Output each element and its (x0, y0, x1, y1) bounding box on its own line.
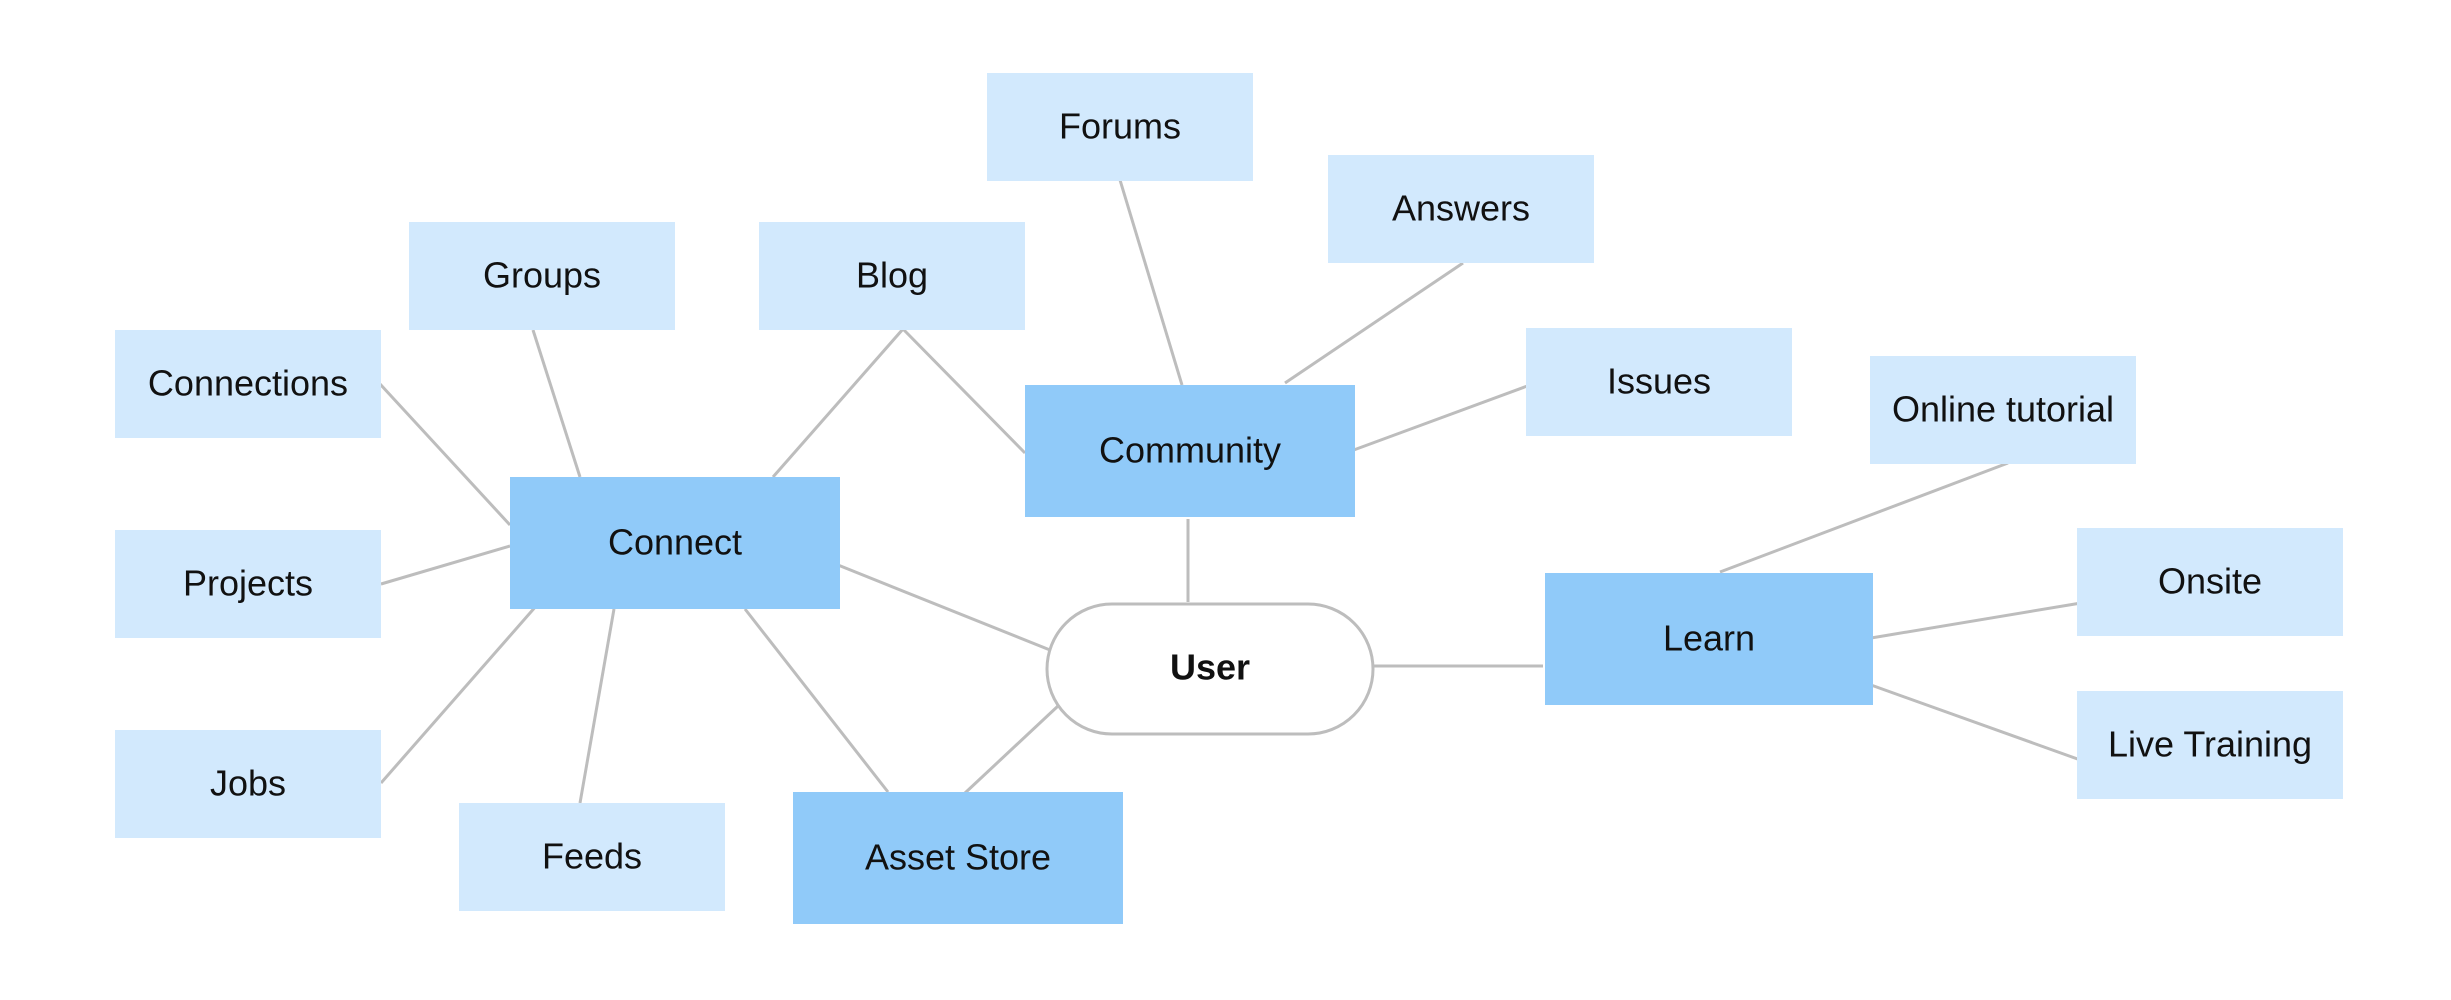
node-feeds-label: Feeds (542, 836, 642, 877)
node-projects-shape (115, 530, 381, 638)
edges-layer (378, 179, 2087, 804)
edge-community-issues (1350, 383, 1531, 453)
node-forums-label: Forums (1059, 106, 1181, 147)
node-online-tutorial[interactable]: Online tutorial (1870, 356, 2136, 464)
node-onsite-label: Onsite (2158, 561, 2262, 602)
edge-connect-asset-store (743, 608, 890, 793)
edge-learn-live-training (1870, 683, 2087, 764)
node-live-training-label: Live Training (2108, 724, 2312, 765)
edge-connect-feeds (578, 608, 616, 804)
edge-community-blog (901, 327, 1027, 455)
node-asset-store-shape (793, 792, 1123, 924)
node-online-tutorial-label: Online tutorial (1892, 389, 2114, 430)
node-learn-shape (1545, 573, 1873, 705)
node-answers-label: Answers (1392, 188, 1530, 229)
edge-connect-projects (380, 544, 511, 586)
node-learn-label: Learn (1663, 618, 1755, 659)
edge-community-forums (1118, 179, 1184, 386)
node-asset-store-label: Asset Store (865, 837, 1051, 878)
nodes-layer: User Connect Community Asset Store Learn… (115, 73, 2343, 924)
node-asset-store[interactable]: Asset Store (793, 792, 1123, 924)
node-connect-label: Connect (608, 522, 742, 563)
edge-user-connect (837, 563, 1051, 652)
node-issues[interactable]: Issues (1526, 328, 1792, 436)
node-feeds-shape (459, 803, 725, 911)
node-blog[interactable]: Blog (759, 222, 1025, 330)
node-issues-shape (1526, 328, 1792, 436)
edge-community-answers (1284, 261, 1464, 385)
node-forums[interactable]: Forums (987, 73, 1253, 181)
node-live-training[interactable]: Live Training (2077, 691, 2343, 799)
node-live-training-shape (2077, 691, 2343, 799)
node-user[interactable]: User (1045, 602, 1375, 736)
node-connections[interactable]: Connections (115, 330, 381, 438)
node-learn[interactable]: Learn (1545, 573, 1873, 705)
node-feeds[interactable]: Feeds (459, 803, 725, 911)
node-jobs-label: Jobs (210, 763, 286, 804)
node-community-shape (1025, 385, 1355, 517)
node-connect-shape (510, 477, 840, 609)
node-community-label: Community (1099, 430, 1281, 471)
node-connections-shape (115, 330, 381, 438)
edge-learn-online-tutorial (1719, 461, 2009, 574)
edge-learn-onsite (1870, 601, 2082, 640)
node-blog-label: Blog (856, 255, 928, 296)
node-groups-shape (409, 222, 675, 330)
node-onsite-shape (2077, 528, 2343, 636)
node-answers-shape (1328, 155, 1594, 263)
node-blog-shape (759, 222, 1025, 330)
node-groups-label: Groups (483, 255, 601, 296)
edge-connect-groups (531, 329, 582, 478)
node-projects-label: Projects (183, 563, 313, 604)
node-user-shape (1045, 602, 1375, 736)
node-connections-label: Connections (148, 363, 348, 404)
node-forums-shape (987, 73, 1253, 181)
edge-connect-blog (771, 328, 905, 478)
node-issues-label: Issues (1607, 361, 1711, 402)
node-online-tutorial-shape (1870, 356, 2136, 464)
edge-connect-jobs (379, 604, 539, 784)
node-community[interactable]: Community (1025, 385, 1355, 517)
node-jobs-shape (115, 730, 381, 838)
node-connect[interactable]: Connect (510, 477, 840, 609)
node-onsite[interactable]: Onsite (2077, 528, 2343, 636)
edge-connect-connections (378, 382, 512, 527)
edge-user-asset-store (963, 704, 1060, 795)
node-user-label: User (1170, 647, 1250, 688)
node-groups[interactable]: Groups (409, 222, 675, 330)
node-projects[interactable]: Projects (115, 530, 381, 638)
node-answers[interactable]: Answers (1328, 155, 1594, 263)
node-jobs[interactable]: Jobs (115, 730, 381, 838)
